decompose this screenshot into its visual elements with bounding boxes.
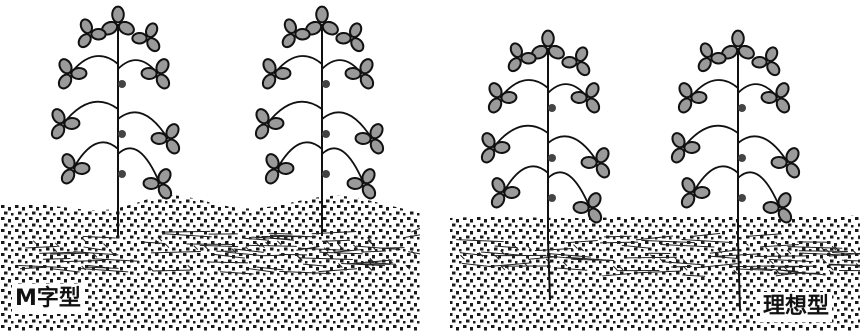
leaf-trifoliate-icon [767, 140, 811, 182]
leaf-trifoliate-icon [660, 125, 704, 167]
leaf-trifoliate-icon [689, 37, 730, 76]
leaf-trifoliate-icon [332, 17, 373, 56]
leaf-trifoliate-icon [341, 51, 385, 93]
leaf-trifoliate-icon [477, 75, 521, 117]
leaf-trifoliate-icon [470, 125, 514, 167]
leaf-trifoliate-icon [137, 51, 181, 93]
panel-ideal [450, 31, 860, 331]
leaf-trifoliate-icon [667, 75, 711, 117]
leaf-trifoliate-icon [40, 101, 84, 143]
leaf-trifoliate-icon [50, 146, 94, 188]
soybean-plant-icon [660, 31, 811, 240]
leaf-trifoliate-icon [480, 170, 524, 212]
leaf-trifoliate-icon [254, 146, 298, 188]
leaf-trifoliate-icon [47, 51, 91, 93]
leaf-trifoliate-icon [558, 41, 599, 80]
leaf-trifoliate-icon [567, 75, 611, 117]
soybean-plant-icon [470, 31, 621, 240]
leaf-trifoliate-icon [757, 75, 801, 117]
leaf-trifoliate-icon [351, 116, 395, 158]
plants-ideal [470, 31, 811, 240]
leaf-trifoliate-icon [499, 37, 540, 76]
leaf-trifoliate-icon [748, 41, 789, 80]
caption-ideal-type: 理想型 [760, 292, 832, 322]
leaf-trifoliate-icon [577, 140, 621, 182]
leaf-trifoliate-icon [244, 101, 288, 143]
leaf-trifoliate-icon [69, 13, 110, 52]
leaf-trifoliate-icon [273, 13, 314, 52]
leaf-trifoliate-icon [128, 17, 169, 56]
leaf-trifoliate-icon [670, 170, 714, 212]
leaf-trifoliate-icon [147, 116, 191, 158]
caption-m-type: M字型 [12, 284, 84, 314]
panel-m [0, 7, 420, 331]
leaf-trifoliate-icon [251, 51, 295, 93]
